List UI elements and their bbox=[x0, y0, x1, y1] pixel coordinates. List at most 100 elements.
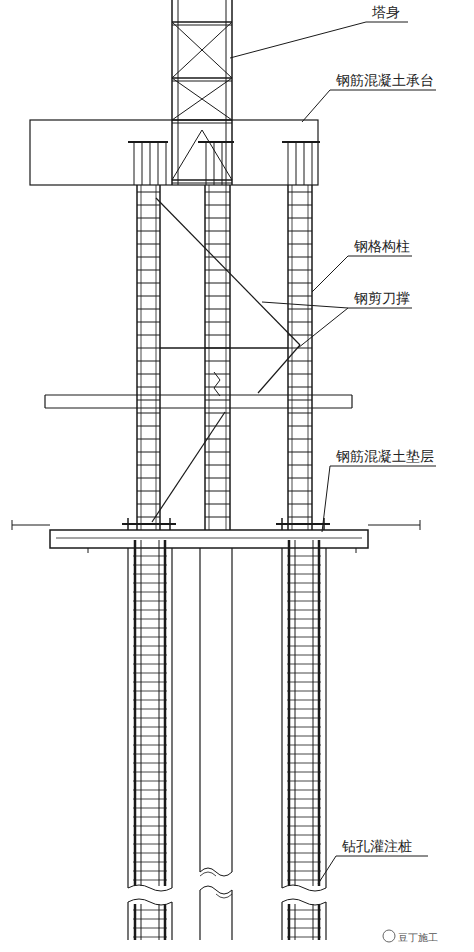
column-batten bbox=[205, 335, 230, 336]
column-batten bbox=[288, 465, 312, 466]
pile-stirrup bbox=[287, 937, 321, 938]
column-batten bbox=[137, 205, 160, 206]
pile-stirrup bbox=[287, 754, 321, 755]
scissor-brace bbox=[156, 198, 300, 345]
column-batten bbox=[288, 257, 312, 258]
waist-beam bbox=[351, 395, 352, 408]
column-batten bbox=[137, 270, 160, 271]
column-batten bbox=[288, 335, 312, 336]
mast-rung bbox=[172, 21, 232, 23]
column-batten bbox=[288, 322, 312, 323]
pile-stirrup bbox=[133, 754, 167, 755]
column-batten bbox=[205, 296, 230, 297]
pile-stirrup bbox=[133, 919, 167, 920]
pile-stirrup bbox=[133, 628, 167, 629]
tube-break bbox=[200, 872, 216, 876]
scissor-brace bbox=[258, 345, 300, 393]
anchor-bar bbox=[296, 142, 297, 185]
pile-stirrup bbox=[133, 871, 167, 872]
pile-stirrup bbox=[287, 781, 321, 782]
column-batten bbox=[288, 400, 312, 401]
ground-line bbox=[420, 520, 421, 530]
column-batten bbox=[288, 439, 312, 440]
anchor-bar bbox=[214, 142, 215, 185]
column-batten bbox=[205, 478, 230, 479]
watermark: 豆丁施工 bbox=[398, 930, 438, 946]
concrete-pad bbox=[50, 530, 368, 548]
pile-outline bbox=[325, 902, 326, 940]
pile-stirrup bbox=[133, 727, 167, 728]
pile-stirrup bbox=[287, 817, 321, 818]
pile-rebar bbox=[134, 904, 137, 940]
pile-stirrup bbox=[287, 637, 321, 638]
column-batten bbox=[137, 309, 160, 310]
pile-rebar bbox=[164, 904, 167, 940]
tube-break bbox=[216, 894, 232, 898]
column-batten bbox=[288, 348, 312, 349]
pile-stirrup bbox=[287, 736, 321, 737]
watermark-logo bbox=[383, 930, 395, 942]
pile-stirrup bbox=[133, 781, 167, 782]
leader-line bbox=[366, 22, 408, 23]
leader-line bbox=[322, 466, 330, 532]
column-batten bbox=[288, 309, 312, 310]
pile-stirrup bbox=[133, 772, 167, 773]
pile-stirrup bbox=[287, 565, 321, 566]
anchor-bar bbox=[150, 142, 151, 185]
anchor-bar bbox=[158, 142, 159, 185]
scissor-joint bbox=[214, 372, 220, 396]
mast-rung bbox=[172, 25, 232, 26]
column-batten bbox=[288, 413, 312, 414]
scissor-brace bbox=[152, 412, 225, 522]
pile-stirrup bbox=[133, 637, 167, 638]
column-batten bbox=[205, 374, 230, 375]
column-batten bbox=[205, 426, 230, 427]
horizontal-brace bbox=[160, 347, 288, 349]
pile-stirrup bbox=[133, 664, 167, 665]
mast-diagonal bbox=[172, 78, 232, 120]
leader-line bbox=[262, 302, 348, 308]
column-batten bbox=[205, 309, 230, 310]
pile-stirrup bbox=[287, 610, 321, 611]
pile-stirrup bbox=[287, 928, 321, 929]
pile-stirrup bbox=[133, 910, 167, 911]
column-batten bbox=[288, 517, 312, 518]
pile-outline bbox=[171, 548, 172, 888]
column-batten bbox=[137, 244, 160, 245]
column-batten bbox=[137, 218, 160, 219]
pile-stirrup bbox=[287, 871, 321, 872]
pile-stirrup bbox=[133, 928, 167, 929]
ground-line bbox=[12, 520, 13, 530]
column-batten bbox=[205, 413, 230, 414]
anchor-bar bbox=[134, 142, 135, 185]
pad-mark bbox=[88, 548, 89, 553]
column-batten bbox=[205, 504, 230, 505]
leader-line bbox=[330, 466, 436, 467]
column-batten bbox=[137, 387, 160, 388]
leader-line bbox=[298, 308, 348, 348]
pile-outline bbox=[171, 902, 172, 940]
column-batten bbox=[205, 491, 230, 492]
part-label: 塔身 bbox=[372, 4, 400, 20]
column-batten bbox=[288, 452, 312, 453]
column-batten bbox=[288, 387, 312, 388]
pile-stirrup bbox=[133, 619, 167, 620]
leader-line bbox=[330, 90, 436, 91]
column-batten bbox=[205, 257, 230, 258]
pile-cap bbox=[30, 120, 318, 185]
pile-stirrup bbox=[133, 826, 167, 827]
part-label: 钢格构柱 bbox=[354, 238, 410, 254]
pile-stirrup bbox=[133, 556, 167, 557]
pad-rebar bbox=[56, 538, 362, 539]
pile-outline bbox=[325, 548, 326, 888]
waist-beam bbox=[44, 395, 45, 408]
pile-rebar bbox=[313, 904, 314, 940]
anchor-bar bbox=[288, 142, 289, 185]
column-batten bbox=[205, 400, 230, 401]
pile-break bbox=[128, 885, 172, 891]
pile-stirrup bbox=[287, 862, 321, 863]
pile-stirrup bbox=[133, 835, 167, 836]
leader-line bbox=[348, 256, 412, 257]
pile-stirrup bbox=[133, 880, 167, 881]
pile-outline bbox=[127, 902, 128, 940]
